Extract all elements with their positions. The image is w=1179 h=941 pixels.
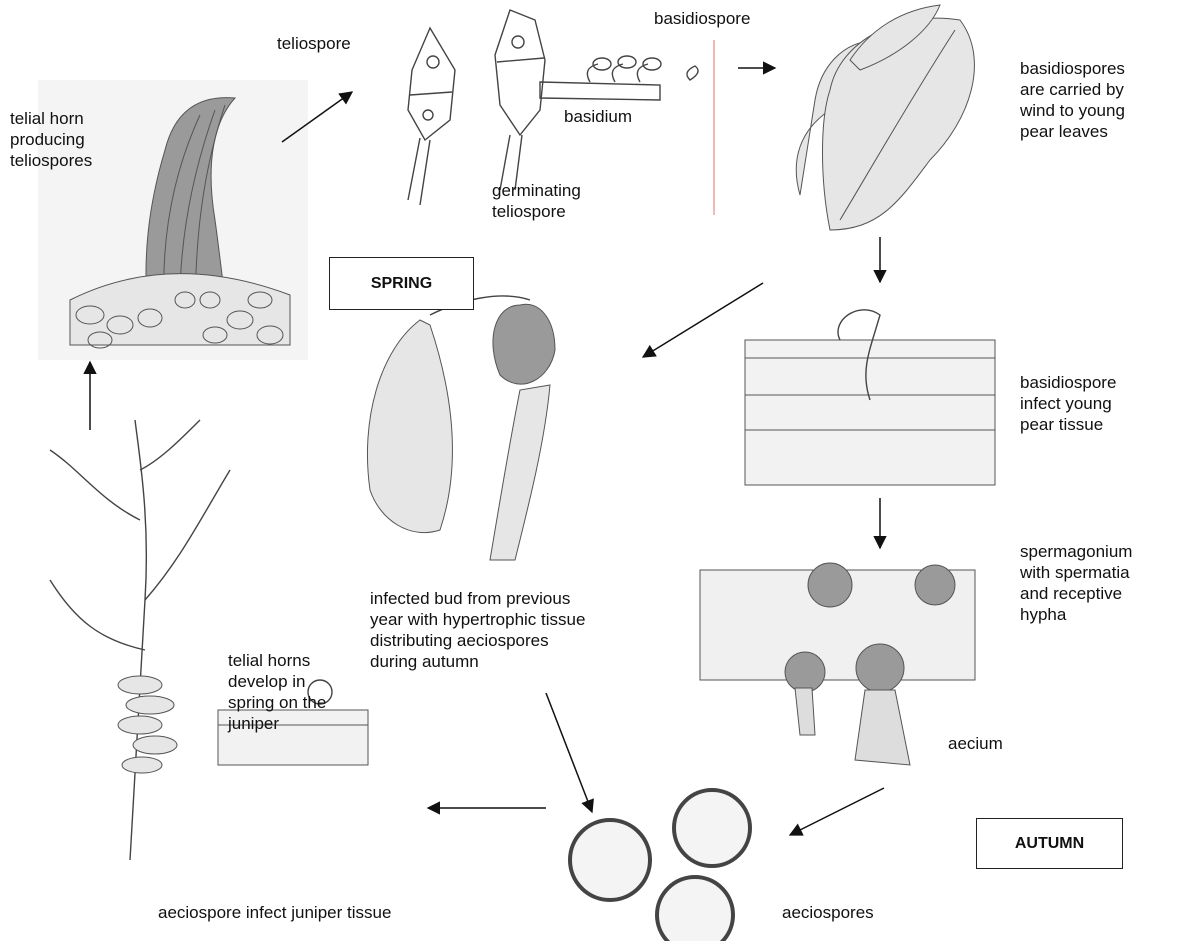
aeciospores-illustration (570, 790, 750, 941)
teliospore-label: teliospore (277, 33, 351, 54)
aecium-illustration (700, 563, 975, 765)
germinating-teliospore-label: germinating teliospore (492, 180, 581, 222)
basidiospore-label: basidiospore (654, 8, 750, 29)
basidiospores-carried-label: basidiospores are carried by wind to you… (1020, 58, 1125, 142)
telial-horns-develop-label: telial horns develop in spring on the ju… (228, 650, 326, 734)
pear-leaf-illustration (796, 5, 974, 230)
spermagonium-label: spermagonium with spermatia and receptiv… (1020, 541, 1132, 625)
infected-bud-illustration (367, 296, 555, 560)
aecium-label: aecium (948, 733, 1003, 754)
aeciospore-infect-juniper-label: aeciospore infect juniper tissue (158, 902, 391, 923)
infected-bud-label: infected bud from previous year with hyp… (370, 588, 585, 672)
basidium-label: basidium (564, 106, 632, 127)
autumn-season-box: AUTUMN (976, 818, 1123, 869)
pear-tissue-illustration (745, 310, 995, 485)
telial-horn-label: telial horn producing teliospores (10, 108, 92, 171)
basidiospore-infect-pear-label: basidiospore infect young pear tissue (1020, 372, 1116, 435)
aeciospores-label: aeciospores (782, 902, 874, 923)
juniper-illustration (50, 420, 230, 860)
basidiospore-shape (687, 66, 698, 80)
spring-season-box: SPRING (329, 257, 474, 310)
